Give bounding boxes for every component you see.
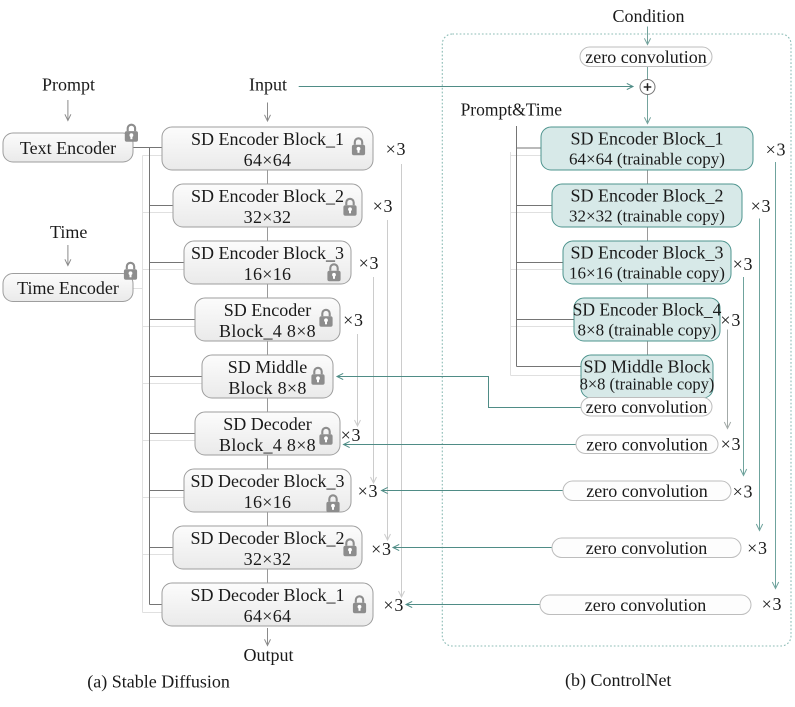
svg-text:SD Encoder Block_4: SD Encoder Block_4 [573, 300, 722, 320]
svg-text:SD Encoder Block_3: SD Encoder Block_3 [191, 243, 344, 263]
svg-text:×3: ×3 [373, 196, 394, 216]
svg-text:SD Decoder: SD Decoder [223, 414, 311, 434]
svg-text:Condition: Condition [612, 6, 684, 26]
svg-text:Input: Input [249, 75, 287, 95]
svg-text:×3: ×3 [721, 434, 742, 454]
svg-text:32×32: 32×32 [244, 207, 292, 227]
svg-text:64×64 (trainable copy): 64×64 (trainable copy) [569, 150, 725, 169]
svg-text:32×32: 32×32 [244, 549, 292, 569]
svg-text:SD Decoder Block_2: SD Decoder Block_2 [191, 528, 345, 548]
svg-text:×3: ×3 [766, 140, 787, 160]
svg-text:×3: ×3 [733, 482, 754, 502]
svg-text:16×16: 16×16 [244, 492, 292, 512]
svg-text:×3: ×3 [371, 539, 392, 559]
svg-text:Block 8×8: Block 8×8 [228, 378, 306, 398]
svg-text:zero convolution: zero convolution [586, 397, 707, 417]
svg-text:SD Encoder: SD Encoder [224, 300, 311, 320]
svg-text:×3: ×3 [751, 196, 772, 216]
svg-text:×3: ×3 [762, 594, 783, 614]
svg-text:8×8 (trainable copy): 8×8 (trainable copy) [580, 375, 715, 394]
svg-text:SD Encoder Block_2: SD Encoder Block_2 [191, 186, 344, 206]
svg-text:×3: ×3 [733, 254, 754, 274]
svg-text:64×64: 64×64 [244, 606, 292, 626]
svg-text:SD Decoder Block_3: SD Decoder Block_3 [191, 471, 345, 491]
svg-text:8×8 (trainable copy): 8×8 (trainable copy) [578, 321, 717, 340]
svg-text:zero convolution: zero convolution [586, 538, 707, 558]
svg-text:×3: ×3 [747, 538, 768, 558]
svg-text:64×64: 64×64 [244, 150, 292, 170]
svg-text:16×16 (trainable copy): 16×16 (trainable copy) [569, 264, 725, 283]
svg-text:zero convolution: zero convolution [585, 47, 706, 67]
svg-text:Block_4 8×8: Block_4 8×8 [219, 435, 316, 455]
svg-text:×3: ×3 [359, 253, 380, 273]
svg-text:zero convolution: zero convolution [586, 481, 707, 501]
svg-text:SD Encoder Block_1: SD Encoder Block_1 [571, 129, 724, 149]
svg-text:Text Encoder: Text Encoder [20, 138, 116, 158]
svg-text:Time Encoder: Time Encoder [17, 278, 119, 298]
svg-text:32×32 (trainable copy): 32×32 (trainable copy) [569, 207, 725, 226]
svg-text:SD Encoder Block_3: SD Encoder Block_3 [571, 243, 724, 263]
svg-text:×3: ×3 [386, 139, 407, 159]
svg-text:×3: ×3 [383, 595, 404, 615]
svg-text:(b) ControlNet: (b) ControlNet [565, 670, 671, 691]
svg-text:SD Decoder Block_1: SD Decoder Block_1 [191, 585, 345, 605]
svg-text:Prompt: Prompt [42, 75, 95, 95]
svg-text:zero convolution: zero convolution [585, 595, 706, 615]
svg-text:16×16: 16×16 [244, 264, 292, 284]
svg-text:×3: ×3 [343, 310, 364, 330]
svg-text:×3: ×3 [358, 481, 379, 501]
svg-text:Prompt&Time: Prompt&Time [461, 100, 563, 120]
svg-text:zero convolution: zero convolution [586, 435, 707, 455]
svg-text:Output: Output [243, 645, 293, 665]
svg-text:SD Middle Block: SD Middle Block [583, 357, 710, 377]
svg-text:×3: ×3 [341, 425, 362, 445]
svg-text:Block_4 8×8: Block_4 8×8 [219, 321, 316, 341]
svg-text:SD Encoder Block_1: SD Encoder Block_1 [191, 129, 344, 149]
svg-text:SD Middle: SD Middle [228, 357, 308, 377]
svg-text:×3: ×3 [720, 310, 741, 330]
svg-text:SD Encoder Block_2: SD Encoder Block_2 [571, 186, 724, 206]
svg-text:Time: Time [50, 222, 87, 242]
svg-text:(a) Stable Diffusion: (a) Stable Diffusion [87, 672, 230, 693]
